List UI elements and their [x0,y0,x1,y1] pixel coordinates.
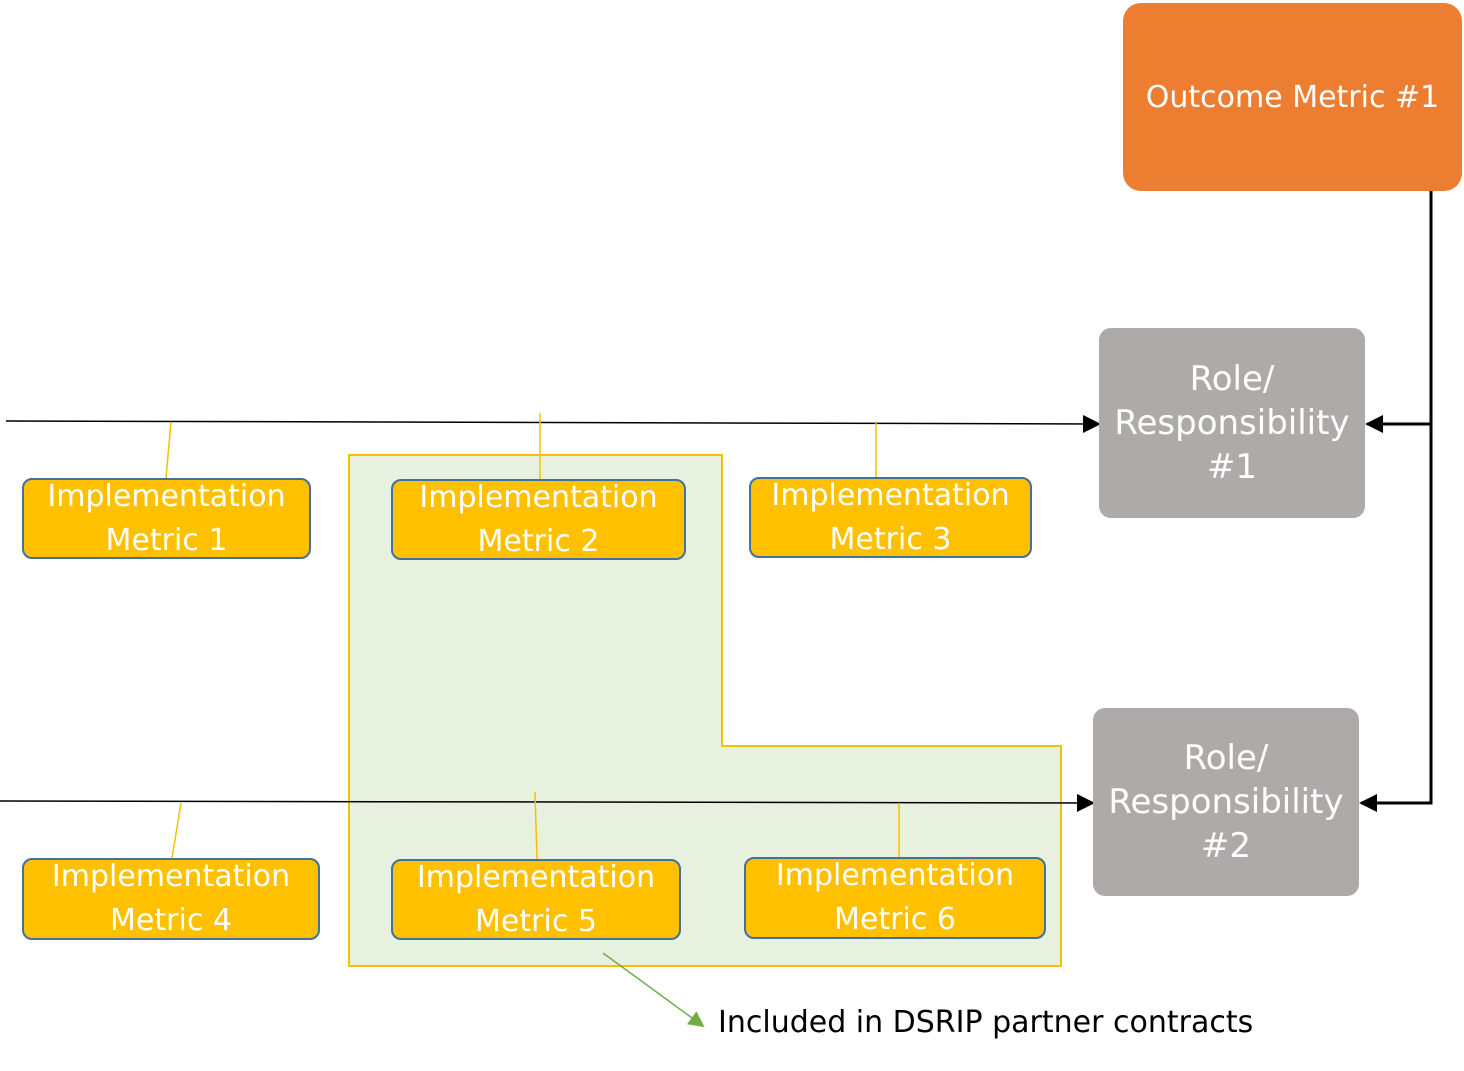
implementation-metric-4-box: Implementation Metric 4 [22,858,320,940]
implementation-metric-6-box: Implementation Metric 6 [744,857,1046,939]
outcome-metric-box: Outcome Metric #1 [1123,3,1462,191]
row2-connector-line [0,793,1095,812]
legend-label: Included in DSRIP partner contracts [718,1005,1254,1040]
metric5-tick [534,791,538,860]
legend-arrow [602,952,705,1028]
role-responsibility-1-box: Role/ Responsibility #1 [1099,328,1365,518]
contract-highlight-region [348,454,1062,967]
implementation-metric-1-box: Implementation Metric 1 [22,478,311,559]
row1-connector-line [5,414,1101,433]
implementation-metric-5-box: Implementation Metric 5 [391,859,681,940]
implementation-metric-3-box: Implementation Metric 3 [749,477,1032,558]
metric1-tick [165,421,172,479]
outcome-to-role2-connector [1359,424,1433,812]
implementation-metric-2-box: Implementation Metric 2 [391,479,686,560]
role-responsibility-2-box: Role/ Responsibility #2 [1093,708,1359,896]
metric4-tick [171,802,182,859]
outcome-to-role1-connector [1365,191,1433,433]
